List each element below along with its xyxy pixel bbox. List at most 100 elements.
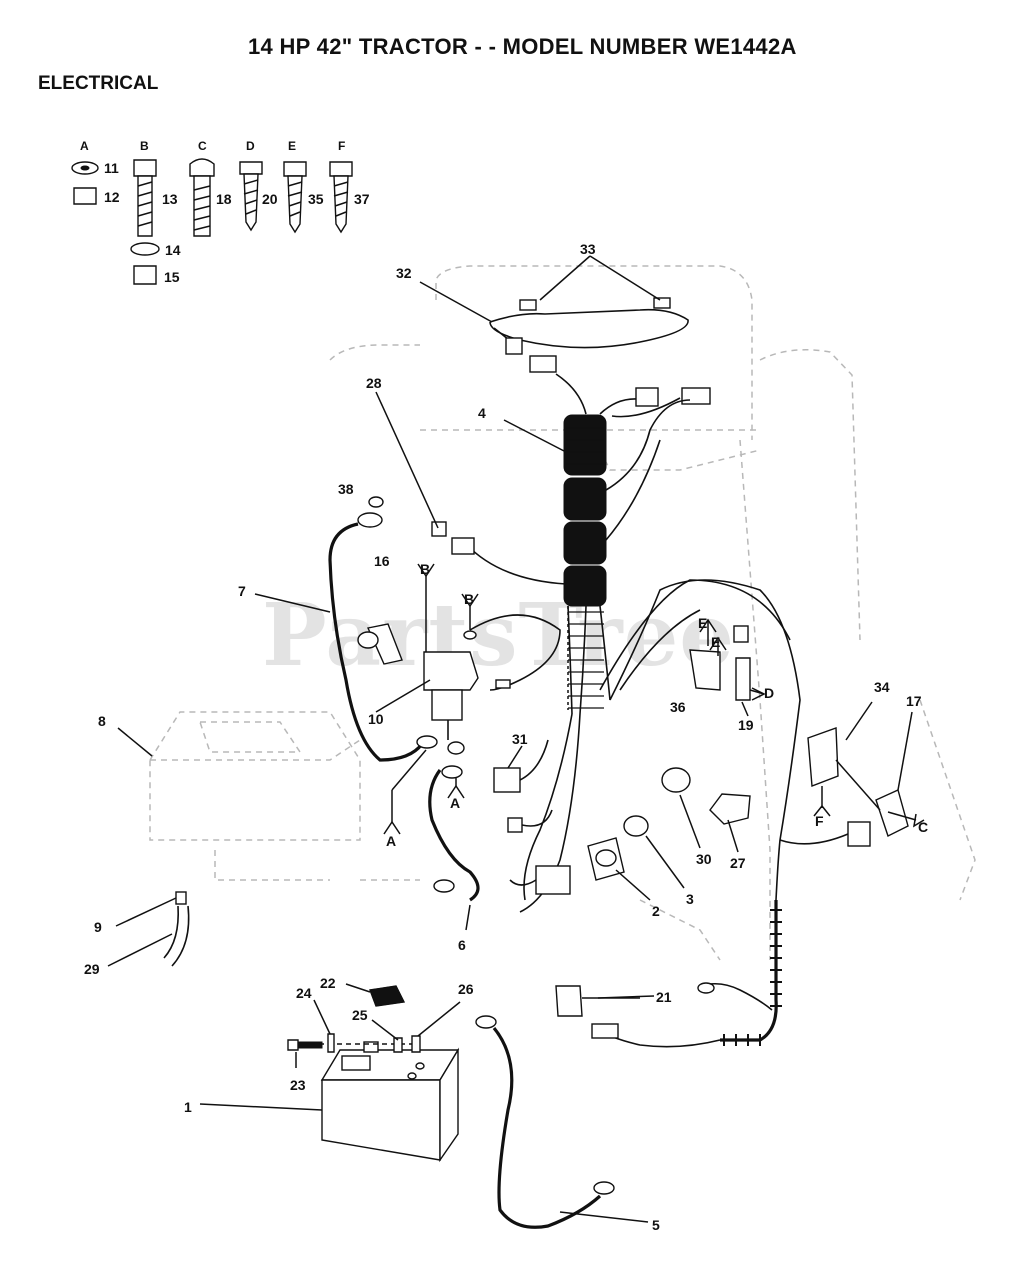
solenoid-part-10: [375, 576, 561, 740]
relay-icon: [709, 793, 751, 825]
callout-33: 33: [580, 241, 596, 257]
callout-26: 26: [458, 981, 474, 997]
hardware-letter: F: [338, 139, 345, 153]
callout-36: 36: [670, 699, 686, 715]
connector-letter: D: [764, 685, 774, 701]
bulb-socket-icon: [519, 299, 537, 311]
nut-icon: [73, 187, 97, 205]
callout-28: 28: [366, 375, 382, 391]
bolt-icon: [133, 159, 157, 177]
connector-letter: E: [698, 615, 707, 631]
callout-32: 32: [396, 265, 412, 281]
section-title: ELECTRICAL: [38, 73, 159, 94]
connector-letter: B: [464, 591, 474, 607]
callout-16: 16: [374, 553, 390, 569]
callout-9: 9: [94, 919, 102, 935]
callout-25: 25: [352, 1007, 368, 1023]
carriage-bolt-icon: [189, 158, 215, 177]
part-number-20: 20: [262, 191, 278, 207]
connector-markers: B B A A E E D F C: [383, 561, 928, 849]
callout-6: 6: [458, 937, 466, 953]
part-number-12: 12: [104, 189, 120, 205]
battery-cable-part-5: [475, 1015, 649, 1229]
screw-icon: [239, 161, 263, 175]
connector-letter: C: [918, 819, 928, 835]
relay-part-27: [709, 793, 751, 853]
hardware-letter: A: [80, 139, 89, 153]
connector-letter: A: [450, 795, 460, 811]
bulb-socket-icon: [653, 297, 671, 309]
callout-22: 22: [320, 975, 336, 991]
lock-washer-icon: [130, 242, 160, 256]
connector-icon: [681, 387, 711, 405]
screw-icon: [329, 161, 353, 177]
callout-1: 1: [184, 1099, 192, 1115]
callout-24: 24: [296, 985, 312, 1001]
pin-part-16: [357, 623, 403, 665]
callout-34: 34: [874, 679, 890, 695]
callout-5: 5: [652, 1217, 660, 1233]
callout-7: 7: [238, 583, 246, 599]
callout-2: 2: [652, 903, 660, 919]
connector-icon: [847, 821, 871, 847]
connector-icon: [529, 355, 557, 373]
nut-icon: [133, 265, 157, 285]
hardware-letter: C: [198, 139, 207, 153]
bolt-icon: [287, 1039, 299, 1051]
hardware-letter: E: [288, 139, 296, 153]
part-number-14: 14: [165, 242, 181, 258]
part-number-13: 13: [162, 191, 178, 207]
hardware-letter: B: [140, 139, 149, 153]
seat-switch-assembly: [779, 701, 917, 847]
harness-tail: [555, 839, 782, 1048]
battery-cable-part-6: [428, 741, 480, 931]
connector-letter: B: [420, 561, 430, 577]
connector-icon: [505, 337, 523, 355]
ignition-switch: [509, 767, 701, 901]
battery-part-1: [199, 983, 461, 1163]
battery-cable-part-7: [254, 496, 438, 762]
solenoid-icon: [423, 651, 479, 691]
connector-icon: [451, 537, 475, 555]
callout-3: 3: [686, 891, 694, 907]
callout-4: 4: [478, 405, 486, 421]
part-number-15: 15: [164, 269, 180, 285]
bracket-icon: [689, 649, 721, 691]
callout-27: 27: [730, 855, 746, 871]
plate-icon: [807, 727, 839, 787]
hardware-key: A B C D E F 11 12 13 14 15 18 20: [71, 139, 370, 285]
sensor-icon: [555, 985, 583, 1017]
brackets: [689, 620, 751, 717]
part-number-18: 18: [216, 191, 232, 207]
callout-21: 21: [656, 989, 672, 1005]
connector-letter: A: [386, 833, 396, 849]
part-number-11: 11: [104, 160, 119, 176]
page-title: 14 HP 42" TRACTOR - - MODEL NUMBER WE144…: [248, 34, 797, 59]
callout-31: 31: [512, 731, 528, 747]
fuel-line: [107, 891, 190, 972]
nut-icon: [623, 815, 649, 837]
callout-30: 30: [696, 851, 712, 867]
callout-19: 19: [738, 717, 754, 733]
part-number-37: 37: [354, 191, 370, 207]
screw-icon: [283, 161, 307, 177]
connector-letter: F: [815, 813, 824, 829]
connector-icon: [591, 1023, 619, 1039]
switch-part-31: [493, 739, 553, 833]
callout-17: 17: [906, 693, 922, 709]
callout-38: 38: [338, 481, 354, 497]
fuse-holder-part-28: [375, 391, 567, 585]
callout-8: 8: [98, 713, 106, 729]
hardware-letter: D: [246, 139, 255, 153]
connector-letter: E: [711, 634, 720, 650]
callout-10: 10: [368, 711, 384, 727]
main-wire-harness: [503, 373, 801, 913]
callout-23: 23: [290, 1077, 306, 1093]
connector-icon: [635, 387, 659, 407]
callout-numbers: 1 2 3 4 5 6 7 8 9 10 16 17 19 21 22 23 2…: [84, 241, 922, 1233]
callout-29: 29: [84, 961, 100, 977]
switch-icon: [493, 767, 521, 793]
battery-tray-part-8: [117, 711, 361, 841]
part-number-35: 35: [308, 191, 324, 207]
cover-icon: [661, 767, 691, 793]
